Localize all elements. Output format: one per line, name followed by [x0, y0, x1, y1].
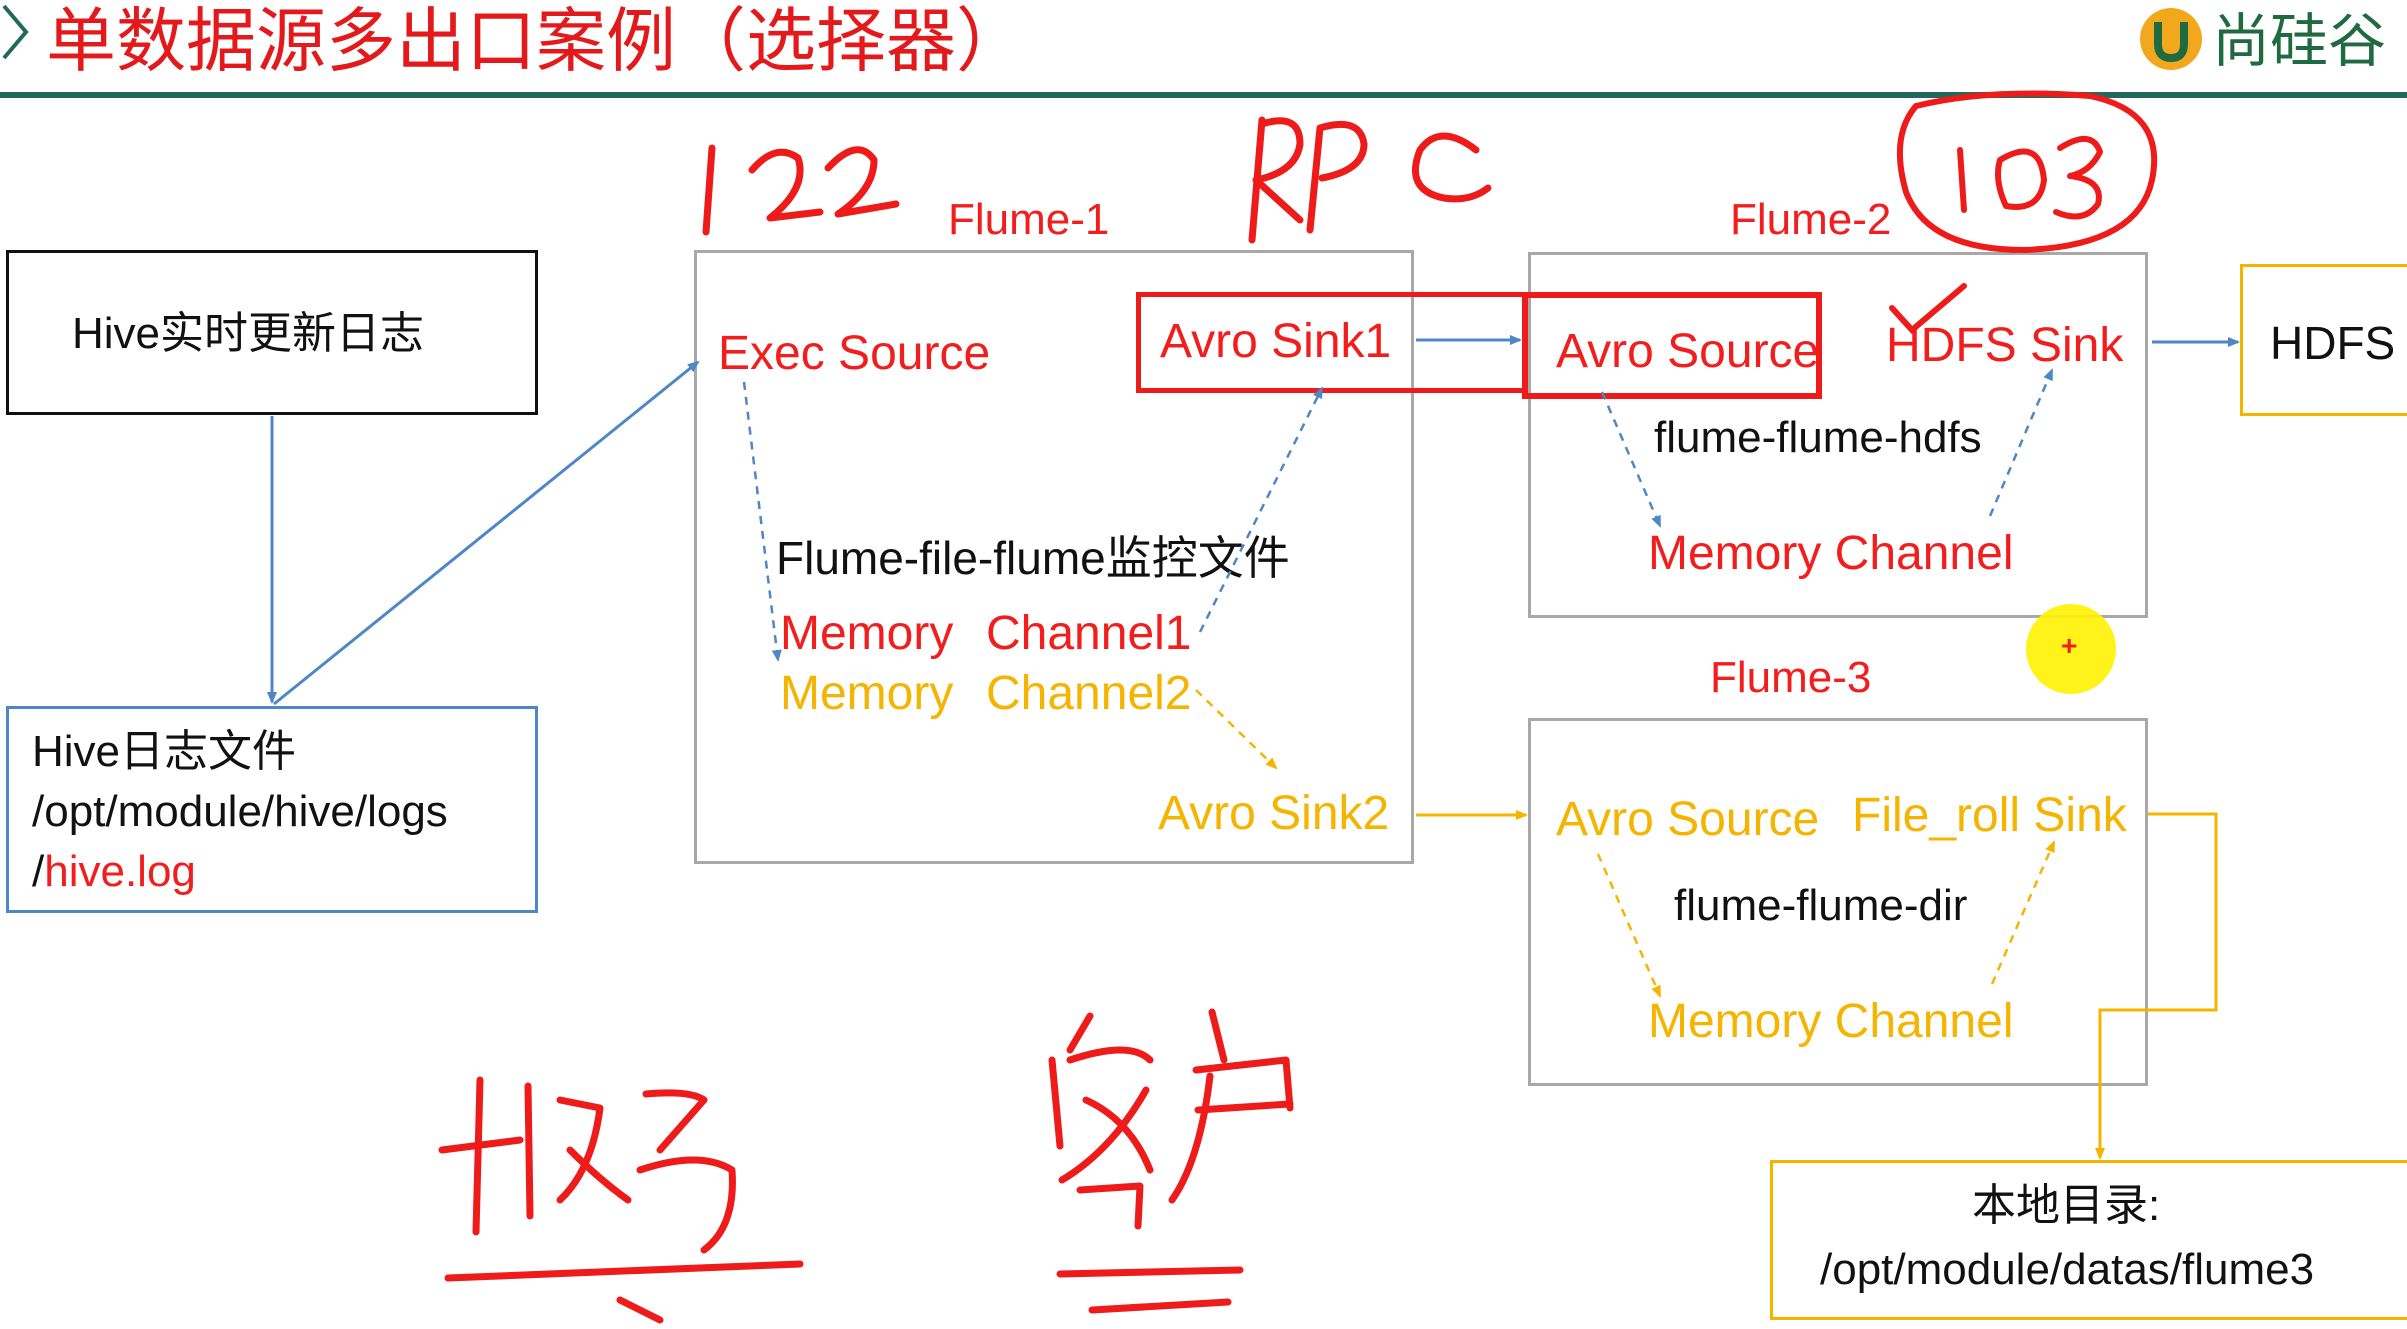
hive-logfile-box — [6, 706, 538, 913]
pointer-crosshair-icon: + — [2061, 630, 2078, 661]
handwriting-rpc — [1248, 116, 1492, 244]
handwriting-102 — [702, 144, 900, 236]
flume1-channel2-a: Memory — [780, 667, 954, 720]
flume1-channel1-a: Memory — [780, 607, 954, 660]
flume3-memory-channel: Memory Channel — [1648, 995, 2014, 1048]
pointer-highlight-icon — [2026, 604, 2116, 694]
flume3-name: Flume-3 — [1710, 653, 1872, 702]
flume1-avro-sink1: Avro Sink1 — [1160, 315, 1392, 368]
flume2-memory-channel: Memory Channel — [1648, 527, 2014, 580]
avro-source-highlight — [1522, 292, 1822, 399]
flume1-avro-sink2: Avro Sink2 — [1158, 787, 1390, 840]
handwriting-103-circle — [1896, 90, 2158, 253]
page-title: 单数据源多出口案例（选择器） — [46, 0, 1026, 82]
flume1-channel1-b: Channel1 — [986, 607, 1192, 660]
handwriting-client — [1048, 1008, 1294, 1314]
hive-logfile-line1: Hive日志文件 — [32, 727, 297, 776]
local-dir-line2: /opt/module/datas/flume3 — [1820, 1245, 2315, 1294]
flume2-config-label: flume-flume-hdfs — [1654, 413, 1982, 462]
flume1-channel2-b: Channel2 — [986, 667, 1192, 720]
hdfs-box — [2240, 264, 2407, 416]
local-dir-box — [1770, 1160, 2407, 1320]
hive-realtime-log-label: Hive实时更新日志 — [72, 309, 425, 358]
hive-logfile-prefix: / — [32, 847, 45, 896]
flume1-exec-source: Exec Source — [718, 327, 991, 380]
flume1-config-label: Flume-file-flume监控文件 — [776, 532, 1290, 584]
flume1-name: Flume-1 — [948, 195, 1110, 244]
hive-logfile-filename: hive.log — [44, 847, 196, 896]
flume3-fileroll-sink: File_roll Sink — [1852, 789, 2127, 842]
handwriting-server — [438, 1076, 804, 1324]
hive-logfile-line2: /opt/module/hive/logs — [32, 787, 448, 836]
flume2-hdfs-sink: HDFS Sink — [1886, 319, 2124, 372]
header-chevron-icon — [0, 0, 40, 65]
flume2-agent-box — [1528, 252, 2148, 618]
logo-icon — [2140, 8, 2202, 70]
header-rule — [0, 92, 2407, 98]
hdfs-label: HDFS — [2270, 317, 2396, 369]
hive-logfile-line3: /hive.log — [32, 850, 196, 894]
local-dir-line1: 本地目录: — [1972, 1181, 2161, 1230]
hive-realtime-log-box — [6, 250, 538, 415]
logo-text: 尚硅谷 — [2212, 7, 2387, 75]
flume2-name: Flume-2 — [1730, 195, 1892, 244]
flume3-config-label: flume-flume-dir — [1674, 881, 1968, 930]
flume2-avro-source: Avro Source — [1556, 325, 1820, 378]
flume3-avro-source: Avro Source — [1556, 793, 1820, 846]
